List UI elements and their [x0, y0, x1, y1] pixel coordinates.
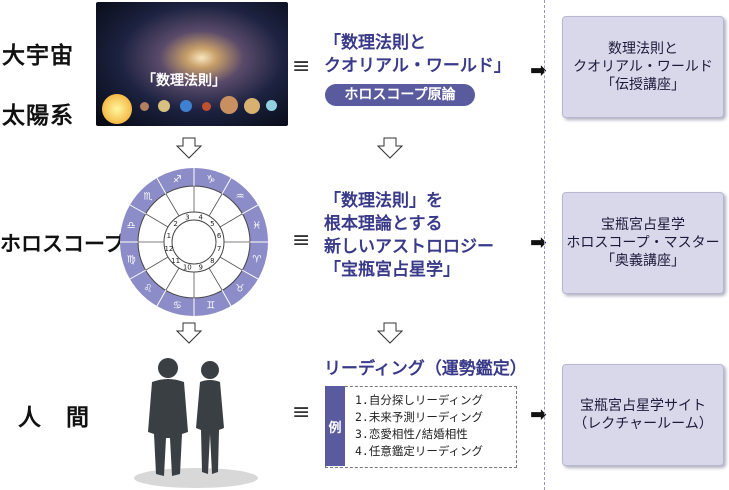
heading-reading: リーディング（運勢鑑定）	[324, 359, 527, 379]
down-arrow-icon	[176, 137, 202, 159]
house-number: 9	[198, 264, 202, 272]
planet-icon	[158, 100, 170, 112]
list-item: 1.自分探しリーディング	[355, 393, 484, 407]
label-human: 人 間	[18, 404, 90, 431]
equivalence-sign: ≡	[292, 400, 311, 425]
heading-middle: 「数理法則」を 根本理論とする 新しいアストロロジー 「宝瓶宮占星学」	[324, 191, 494, 280]
house-number: 8	[210, 257, 214, 265]
down-arrow-icon	[176, 322, 202, 344]
house-number: 4	[198, 213, 203, 221]
house-number: 2	[173, 220, 177, 228]
right-arrow-icon: ➡	[530, 58, 547, 82]
divider-line	[544, 0, 545, 490]
zodiac-sign-icon: ♑	[206, 175, 215, 186]
horoscope-theory-badge: ホロスコープ原論	[325, 84, 475, 106]
planet-icon	[140, 102, 149, 111]
zodiac-sign-icon: ♊	[206, 300, 215, 311]
right-arrow-icon: ➡	[530, 230, 547, 254]
house-number: 3	[185, 213, 189, 221]
house-number: 11	[171, 257, 180, 265]
down-arrow-icon	[377, 322, 403, 344]
planet-icon	[202, 102, 211, 111]
planet-icon	[244, 98, 260, 114]
equivalence-sign: ≡	[292, 54, 311, 79]
planet-icon	[266, 100, 277, 111]
zodiac-sign-icon: ♏	[144, 192, 153, 203]
house-number: 7	[217, 245, 221, 253]
zodiac-sign-icon: ♉	[236, 284, 245, 295]
house-number: 1	[167, 232, 171, 240]
right-arrow-icon: ➡	[530, 402, 547, 426]
house-number: 6	[217, 232, 222, 240]
site-box-lecture-room[interactable]: 宝瓶宮占星学サイト （レクチャールーム）	[562, 364, 724, 466]
label-horoscope: ホロスコープ	[0, 231, 125, 256]
zodiac-sign-icon: ♍	[127, 254, 136, 265]
zodiac-sign-icon: ♐	[173, 175, 182, 186]
label-universe: 大宇宙	[2, 42, 74, 69]
house-number: 10	[183, 264, 192, 272]
people-silhouette-image	[134, 358, 258, 488]
image-caption: 「数理法則」	[142, 73, 226, 89]
zodiac-sign-icon: ♋	[173, 300, 182, 311]
list-item: 3.恋愛相性/結婚相性	[355, 427, 468, 441]
sun-icon	[102, 94, 132, 124]
list-item: 4.任意鑑定リーディング	[355, 444, 484, 458]
house-number: 5	[210, 220, 214, 228]
planet-icon	[180, 100, 192, 112]
equivalence-sign: ≡	[292, 228, 311, 253]
zodiac-sign-icon: ♒	[236, 192, 245, 203]
course-box-secret[interactable]: 宝瓶宮占星学 ホロスコープ・マスター 「奥義講座」	[562, 192, 724, 294]
heading-top: 「数理法則と クオリアル・ワールド」	[324, 33, 511, 76]
label-solar-system: 太陽系	[2, 102, 74, 129]
galaxy-solar-system-image: 「数理法則」	[96, 2, 288, 126]
example-list: 1.自分探しリーディング 2.未来予測リーディング 3.恋愛相性/結婚相性 4.…	[355, 392, 483, 460]
zodiac-sign-icon: ♌	[144, 284, 153, 295]
zodiac-sign-icon: ♎	[127, 221, 136, 232]
zodiac-sign-icon: ♓	[252, 221, 261, 232]
house-number: 12	[164, 245, 173, 253]
planet-icon	[220, 96, 238, 114]
example-tag: 例	[325, 386, 345, 466]
down-arrow-icon	[377, 137, 403, 159]
course-box-transmission[interactable]: 数理法則と クオリアル・ワールド 「伝授講座」	[562, 16, 724, 118]
zodiac-sign-icon: ♈	[252, 254, 261, 265]
list-item: 2.未来予測リーディング	[355, 410, 484, 424]
